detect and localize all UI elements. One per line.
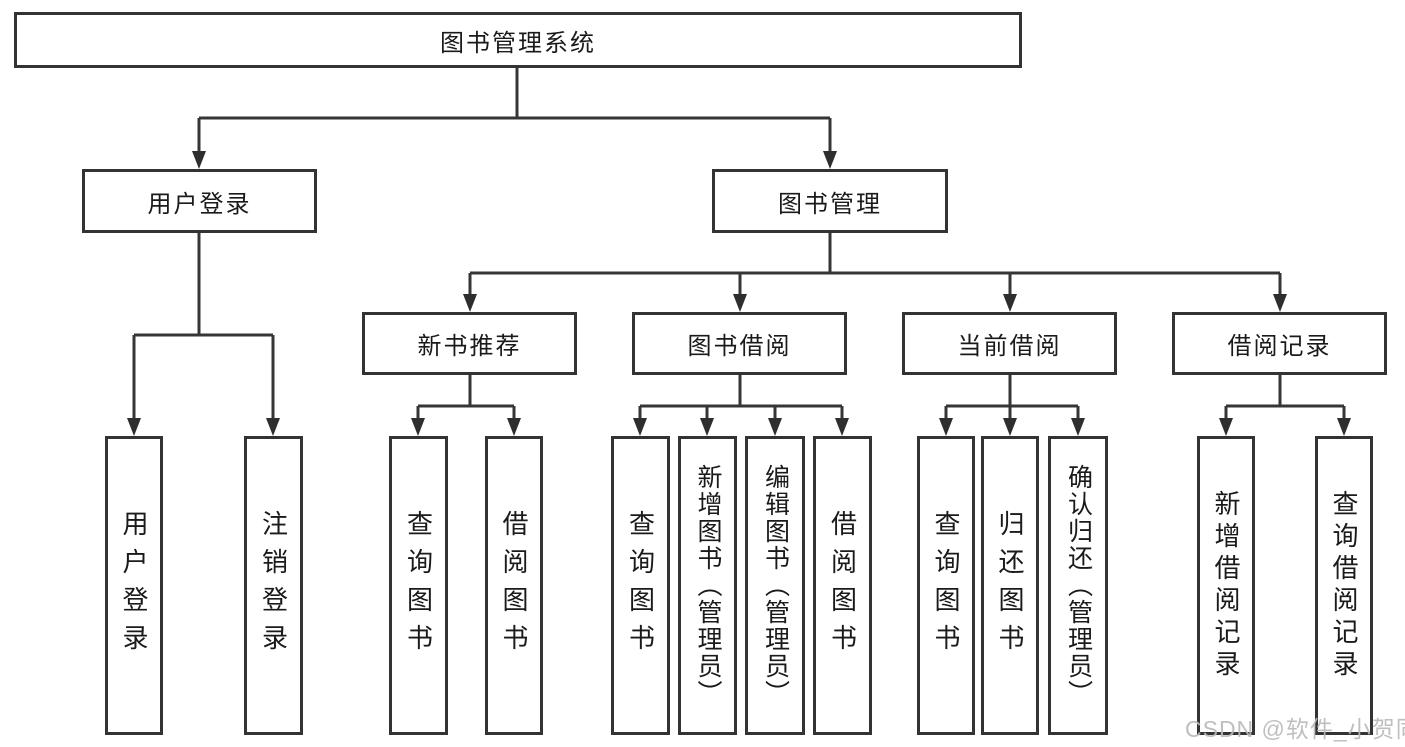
node-user-login: 用户登录: [82, 169, 317, 233]
leaf-confirm-return-admin-label: 确认归还（管理员）: [1064, 464, 1093, 707]
arrowhead: [192, 151, 206, 169]
node-book-management: 图书管理: [712, 169, 948, 233]
arrowhead: [1273, 294, 1287, 312]
leaf-query-borrow-record: 查询借阅记录: [1315, 436, 1373, 735]
arrowhead: [733, 294, 747, 312]
connector-book-management-to-level3: [468, 233, 1282, 301]
leaf-query-books-recommend-label: 查询图书: [403, 509, 434, 662]
arrowhead: [835, 418, 849, 436]
node-borrowing-records: 借阅记录: [1172, 312, 1387, 375]
leaf-logout-label: 注销登录: [258, 509, 289, 662]
leaf-edit-book-admin-label: 编辑图书（管理员）: [761, 464, 790, 707]
arrowhead: [411, 418, 425, 436]
leaf-add-borrow-record: 新增借阅记录: [1197, 436, 1255, 735]
node-book-borrowing-label: 图书借阅: [687, 333, 792, 360]
leaf-query-borrow-record-label: 查询借阅记录: [1329, 489, 1359, 682]
arrowhead: [507, 418, 521, 436]
arrowhead: [939, 418, 953, 436]
leaf-borrow-books-recommend-label: 借阅图书: [499, 509, 529, 662]
leaf-add-book-admin: 新增图书（管理员）: [678, 436, 737, 735]
connector-root-to-level2: [197, 68, 832, 158]
leaf-logout: 注销登录: [244, 436, 303, 735]
connector-borrowing-records-to-leaves: [1224, 375, 1346, 425]
leaf-query-books-current: 查询图书: [917, 436, 975, 735]
leaf-edit-book-admin: 编辑图书（管理员）: [745, 436, 805, 735]
connector-book-borrowing-to-leaves: [638, 375, 844, 425]
arrowhead: [127, 418, 141, 436]
leaf-borrow-books-borrowing: 借阅图书: [813, 436, 872, 735]
leaf-borrow-books-borrowing-label: 借阅图书: [827, 509, 858, 662]
leaf-borrow-books-recommend: 借阅图书: [485, 436, 543, 735]
arrowhead: [1219, 418, 1233, 436]
arrowhead: [463, 294, 477, 312]
leaf-add-borrow-record-label: 新增借阅记录: [1211, 489, 1241, 682]
leaf-query-books-recommend: 查询图书: [389, 436, 448, 735]
node-borrowing-records-label: 借阅记录: [1227, 333, 1332, 360]
node-user-login-label: 用户登录: [147, 190, 252, 218]
arrowhead: [1003, 294, 1017, 312]
leaf-query-books-current-label: 查询图书: [931, 509, 961, 662]
leaf-return-book: 归还图书: [981, 436, 1039, 735]
connector-current-borrowing-to-leaves: [944, 375, 1080, 425]
arrowhead: [1071, 418, 1085, 436]
connector-new-book-recommend-to-leaves: [416, 375, 516, 425]
arrowhead: [266, 418, 280, 436]
leaf-query-books-borrowing: 查询图书: [611, 436, 670, 735]
node-new-book-recommend: 新书推荐: [362, 312, 577, 375]
node-current-borrowing: 当前借阅: [902, 312, 1117, 375]
node-book-management-label: 图书管理: [778, 190, 882, 218]
leaf-user-login-label: 用户登录: [119, 509, 149, 662]
arrowhead: [700, 418, 714, 436]
arrowheads: [127, 151, 1351, 436]
node-book-borrowing: 图书借阅: [632, 312, 847, 375]
arrowhead: [823, 151, 837, 169]
leaf-confirm-return-admin: 确认归还（管理员）: [1048, 436, 1108, 735]
leaf-query-books-borrowing-label: 查询图书: [625, 509, 656, 662]
arrowhead: [1337, 418, 1351, 436]
arrowhead: [1003, 418, 1017, 436]
arrowhead: [633, 418, 647, 436]
node-library-system: 图书管理系统: [14, 12, 1022, 68]
arrowhead: [768, 418, 782, 436]
leaf-user-login: 用户登录: [105, 436, 163, 735]
node-library-system-label: 图书管理系统: [440, 29, 596, 57]
csdn-watermark: CSDN @软件_小贺同学: [1185, 716, 1405, 742]
leaf-return-book-label: 归还图书: [995, 509, 1025, 662]
node-current-borrowing-label: 当前借阅: [957, 333, 1062, 360]
connector-user-login-to-leaves: [132, 233, 275, 425]
leaf-add-book-admin-label: 新增图书（管理员）: [694, 464, 722, 707]
node-new-book-recommend-label: 新书推荐: [417, 333, 522, 360]
